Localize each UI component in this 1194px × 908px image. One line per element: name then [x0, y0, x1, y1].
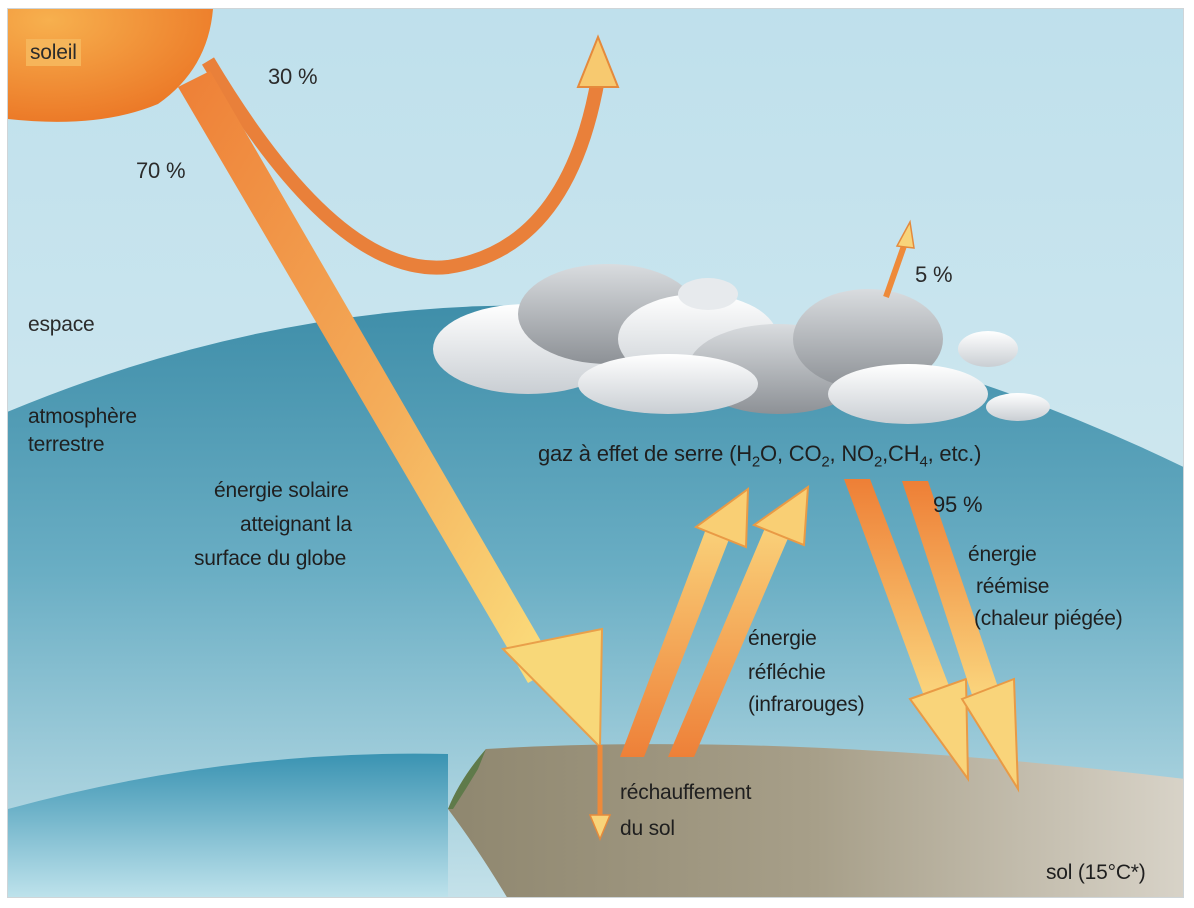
atmosphere-layer [8, 305, 1183, 897]
coastline [448, 749, 486, 809]
trapped-95-percent: 95 % [933, 492, 983, 517]
reflected-30-arrow-body [201, 57, 605, 275]
ground-heating-label-line2: du sol [620, 817, 675, 840]
solar-energy-label-line3: surface du globe [194, 547, 347, 570]
reflected-label-line1: énergie [748, 627, 817, 650]
solar-energy-label-line2: atteignant la [240, 513, 352, 536]
reemitted-down-arrow-2-body [902, 481, 1002, 707]
greenhouse-cloud-cluster [433, 264, 1050, 424]
ground-heating-arrowhead [588, 814, 612, 841]
reemitted-label-line2: réémise [976, 575, 1050, 598]
reflected-30-percent: 30 % [268, 64, 318, 89]
reemitted-down-arrow-2-head [960, 677, 1020, 793]
sun-shape [8, 9, 213, 122]
ghg-text-ch4: ,CH [882, 441, 920, 466]
ground-heating-label-line1: réchauffement [620, 781, 752, 804]
reflected-label-line3: (infrarouges) [748, 693, 865, 716]
diagram-artwork [8, 9, 1183, 897]
greenhouse-gases-label: gaz à effet de serre (H2O, CO2, NO2,CH4,… [538, 440, 981, 475]
atmosphere-label-line2: terrestre [28, 433, 105, 456]
incoming-70-arrow-body [178, 71, 556, 683]
ground-label: sol (15°C*) [1046, 861, 1146, 884]
atmosphere-label-line1: atmosphère [28, 405, 137, 428]
infrared-up-arrow-1-head [693, 486, 750, 549]
ghg-ch4-subscript: 4 [919, 453, 928, 471]
greenhouse-effect-diagram: soleil 30 % 70 % espace atmosphère terre… [7, 8, 1184, 898]
escape-5-percent: 5 % [915, 262, 953, 287]
reflected-30-arrowhead [576, 34, 620, 88]
infrared-up-arrow-2-body [668, 521, 792, 757]
solar-energy-label-line1: énergie solaire [214, 479, 349, 502]
infrared-up-arrow-1-body [620, 521, 733, 757]
incoming-70-arrowhead [500, 627, 604, 750]
ocean [8, 753, 448, 897]
infrared-up-arrow-2-head [751, 484, 810, 547]
reemitted-down-arrow-1-body [844, 479, 954, 707]
escape-5-arrowhead [895, 219, 915, 249]
reemitted-down-arrow-1-head [908, 677, 970, 783]
reflected-label-line2: réfléchie [748, 661, 826, 684]
ghg-text-co2: O, CO [760, 441, 822, 466]
space-label: espace [28, 313, 95, 336]
reemitted-label-line1: énergie [968, 543, 1037, 566]
escape-5-arrow-body [883, 242, 908, 298]
reemitted-label-line3: (chaleur piégée) [974, 607, 1123, 630]
ghg-text-no2: , NO [829, 441, 875, 466]
ghg-h2o-subscript: 2 [751, 453, 761, 471]
ghg-no2-subscript: 2 [873, 453, 883, 471]
ghg-text-prefix: gaz à effet de serre (H [538, 441, 752, 466]
ghg-co2-subscript: 2 [821, 453, 830, 471]
ground [448, 744, 1183, 897]
ghg-text-suffix: , etc.) [927, 441, 982, 466]
absorbed-70-percent: 70 % [136, 158, 186, 183]
sun-label: soleil [26, 39, 81, 66]
